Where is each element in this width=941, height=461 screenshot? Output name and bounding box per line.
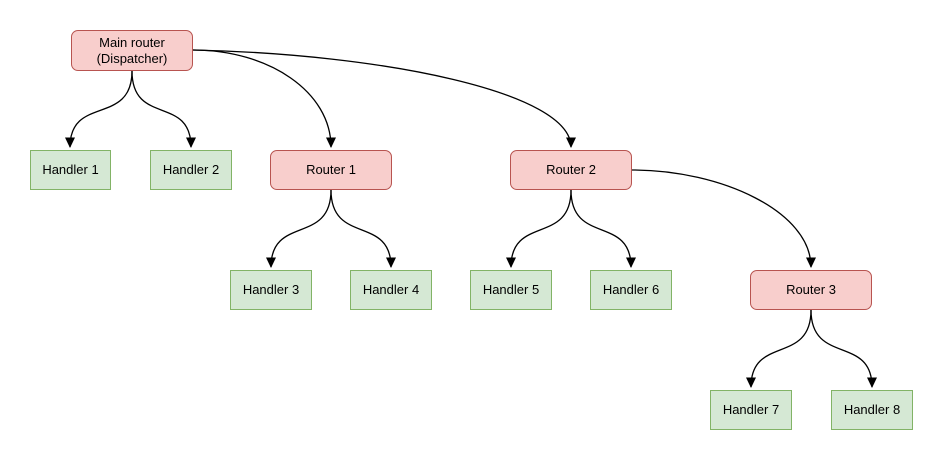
node-handler-2-label: Handler 2 (162, 162, 220, 177)
node-handler-8-label: Handler 8 (843, 402, 901, 417)
node-handler-6: Handler 6 (590, 270, 672, 310)
node-handler-4: Handler 4 (350, 270, 432, 310)
node-handler-5-label: Handler 5 (482, 282, 540, 297)
node-handler-7-label: Handler 7 (722, 402, 780, 417)
edge-main-to-handler-2 (131, 70, 196, 148)
node-handler-3: Handler 3 (230, 270, 312, 310)
node-main-router-label: Main router (Dispatcher) (96, 34, 168, 66)
node-router-1-label: Router 1 (306, 162, 356, 177)
node-router-1: Router 1 (270, 150, 392, 190)
edge-router-2-to-handler-6 (570, 189, 636, 268)
node-handler-4-label: Handler 4 (362, 282, 420, 297)
node-router-3: Router 3 (750, 270, 872, 310)
edge-main-to-router-1 (192, 49, 336, 148)
node-main-router: Main router (Dispatcher) (71, 30, 193, 71)
node-handler-3-label: Handler 3 (242, 282, 300, 297)
edge-main-to-router-2 (192, 49, 576, 148)
edge-router-2-to-router-3 (631, 169, 816, 268)
edge-router-3-to-handler-8 (810, 309, 877, 388)
edge-main-to-handler-1 (65, 70, 133, 148)
node-router-2: Router 2 (510, 150, 632, 190)
node-router-2-label: Router 2 (546, 162, 596, 177)
node-handler-2: Handler 2 (150, 150, 232, 190)
edge-router-1-to-handler-3 (266, 189, 332, 268)
edge-router-3-to-handler-7 (746, 309, 812, 388)
node-handler-5: Handler 5 (470, 270, 552, 310)
node-handler-1-label: Handler 1 (42, 162, 99, 177)
node-handler-1: Handler 1 (30, 150, 111, 190)
node-handler-7: Handler 7 (710, 390, 792, 430)
edge-router-2-to-handler-5 (506, 189, 572, 268)
edge-router-1-to-handler-4 (330, 189, 396, 268)
node-handler-8: Handler 8 (831, 390, 913, 430)
node-handler-6-label: Handler 6 (602, 282, 660, 297)
node-router-3-label: Router 3 (786, 282, 836, 297)
